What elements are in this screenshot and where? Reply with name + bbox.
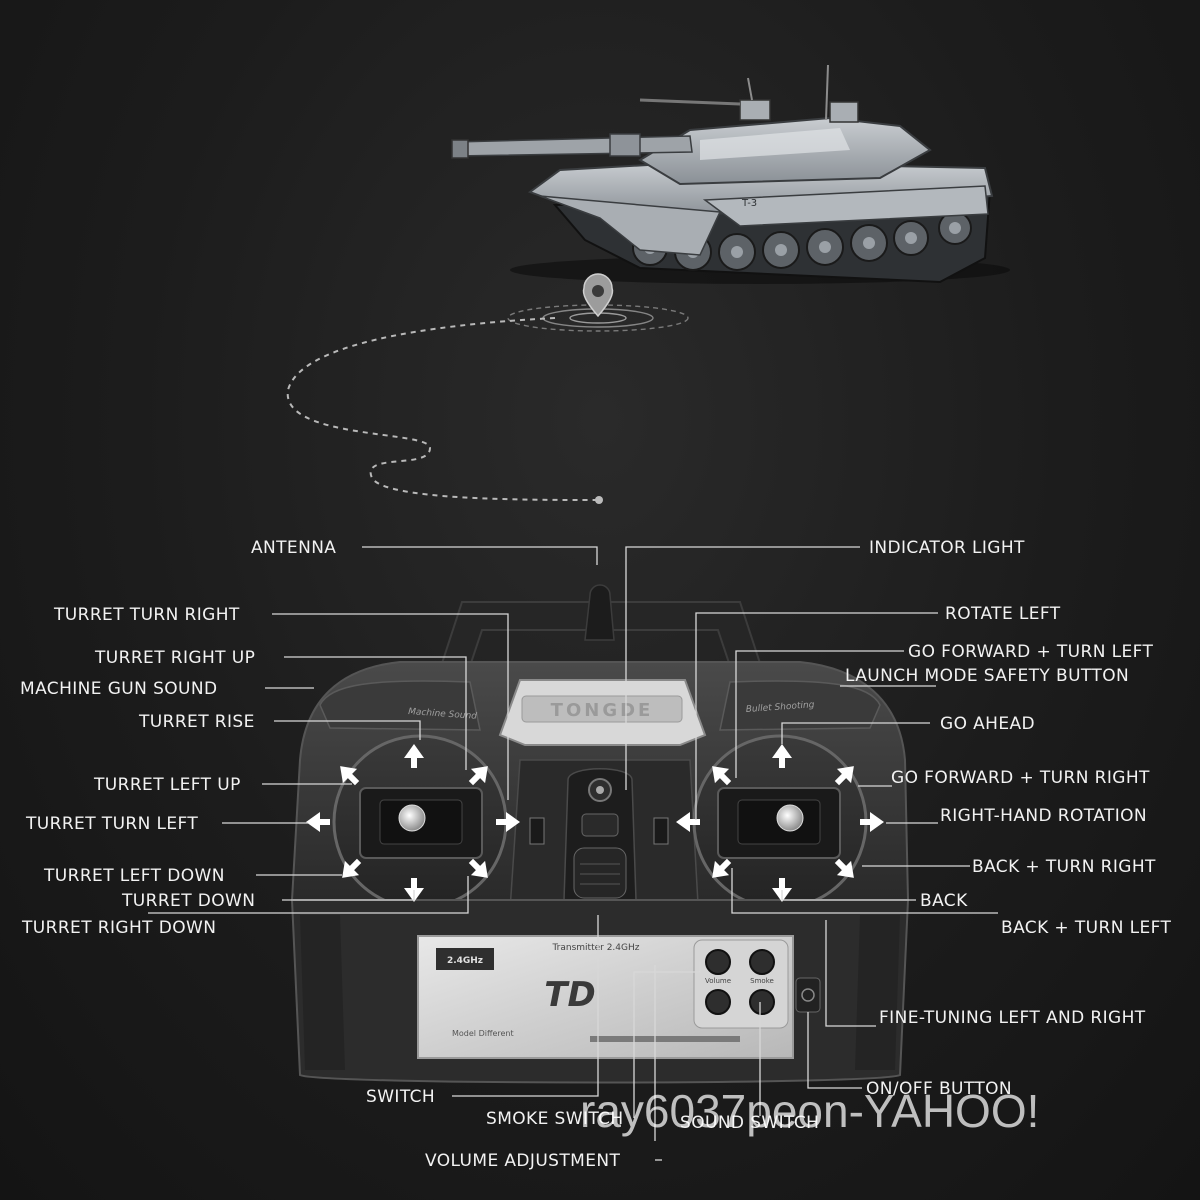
label-fine-tuning: FINE-TUNING LEFT AND RIGHT [879,1008,1146,1028]
transmitter-label: Transmitter 2.4GHz [552,943,640,953]
right-panel-label: Bullet Shooting [746,700,815,715]
label-go-forward-turn-left: GO FORWARD + TURN LEFT [908,642,1154,662]
label-turret-right-down: TURRET RIGHT DOWN [22,918,217,938]
watermark-text: ray6037peon-YAHOO! [580,1085,1040,1137]
label-launch-mode-safety-button: LAUNCH MODE SAFETY BUTTON [845,666,1130,686]
label-turret-rise: TURRET RISE [139,712,255,732]
label-on-off-button: ON/OFF BUTTON [866,1079,1013,1099]
label-switch: SWITCH [366,1087,436,1107]
route-dashed-path [286,317,599,501]
label-antenna: ANTENNA [251,538,337,558]
transmitter-image: Machine Sound Bullet Shooting TONGDE [290,584,910,1084]
label-back-turn-right: BACK + TURN RIGHT [972,857,1156,877]
leader-lines [148,546,998,1161]
label-turret-left-up: TURRET LEFT UP [94,775,241,795]
label-turret-left-down: TURRET LEFT DOWN [44,866,225,886]
label-turret-turn-right: TURRET TURN RIGHT [54,605,240,625]
label-turret-right-up: TURRET RIGHT UP [95,648,256,668]
brand-name: TONGDE [551,700,654,721]
frequency-badge: 2.4GHz [447,956,483,966]
label-turret-turn-left: TURRET TURN LEFT [26,814,199,834]
route-end-dot [595,496,603,504]
label-turret-down: TURRET DOWN [122,891,256,911]
label-sound-switch: SOUND SWITCH [680,1113,820,1133]
location-pin-icon [507,273,689,332]
label-machine-gun-sound: MACHINE GUN SOUND [20,679,218,699]
label-volume-adjustment: VOLUME ADJUSTMENT [425,1151,621,1171]
btn-volume-label: Volume [705,977,731,985]
label-back-turn-left: BACK + TURN LEFT [1001,918,1172,938]
label-go-forward-turn-right: GO FORWARD + TURN RIGHT [891,768,1150,788]
btn-smoke-label: Smoke [750,977,774,985]
label-back: BACK [920,891,968,911]
left-panel-label: Machine Sound [408,707,478,722]
label-right-hand-rotation: RIGHT-HAND ROTATION [940,806,1148,826]
td-logo: TD [544,975,595,1015]
label-rotate-left: ROTATE LEFT [945,604,1061,624]
label-go-ahead: GO AHEAD [940,714,1036,734]
tank-image: T-3 [451,64,1010,284]
tank-marking: T-3 [741,198,757,209]
label-smoke-switch: SMOKE SWITCH [486,1109,624,1129]
label-indicator-light: INDICATOR LIGHT [869,538,1025,558]
model-line: Model Different [452,1029,514,1038]
direction-arrows [306,744,884,902]
